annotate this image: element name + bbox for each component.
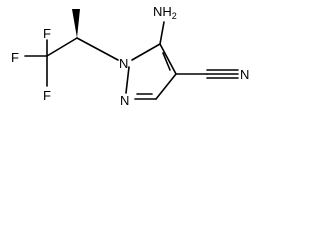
amino-label: NH2 bbox=[153, 4, 177, 21]
fluorine-top-label: F bbox=[43, 26, 51, 41]
ring-n2-label: N bbox=[120, 93, 129, 108]
wedge-bond-methyl bbox=[72, 9, 80, 38]
fluorine-left-label: F bbox=[11, 50, 19, 65]
fluorine-bottom-label: F bbox=[43, 88, 51, 103]
bond-c5-c4 bbox=[159, 43, 177, 75]
chemical-structure-diagram: NH2 N N N F F F bbox=[11, 4, 249, 108]
bond-n1-c5 bbox=[131, 43, 161, 61]
bond-chiral-cf3 bbox=[46, 37, 78, 57]
bond-n2-n1 bbox=[125, 66, 130, 94]
ring-n1-label: N bbox=[119, 56, 128, 71]
nitrile-n-label: N bbox=[240, 67, 249, 82]
bond-c5-amino bbox=[159, 21, 165, 45]
bond-n1-chiral bbox=[76, 37, 119, 61]
bond-c4-c3 bbox=[155, 73, 177, 100]
structure-canvas: NH2 N N N F F F bbox=[0, 0, 262, 117]
bond-c5-c4-inner bbox=[162, 52, 171, 71]
